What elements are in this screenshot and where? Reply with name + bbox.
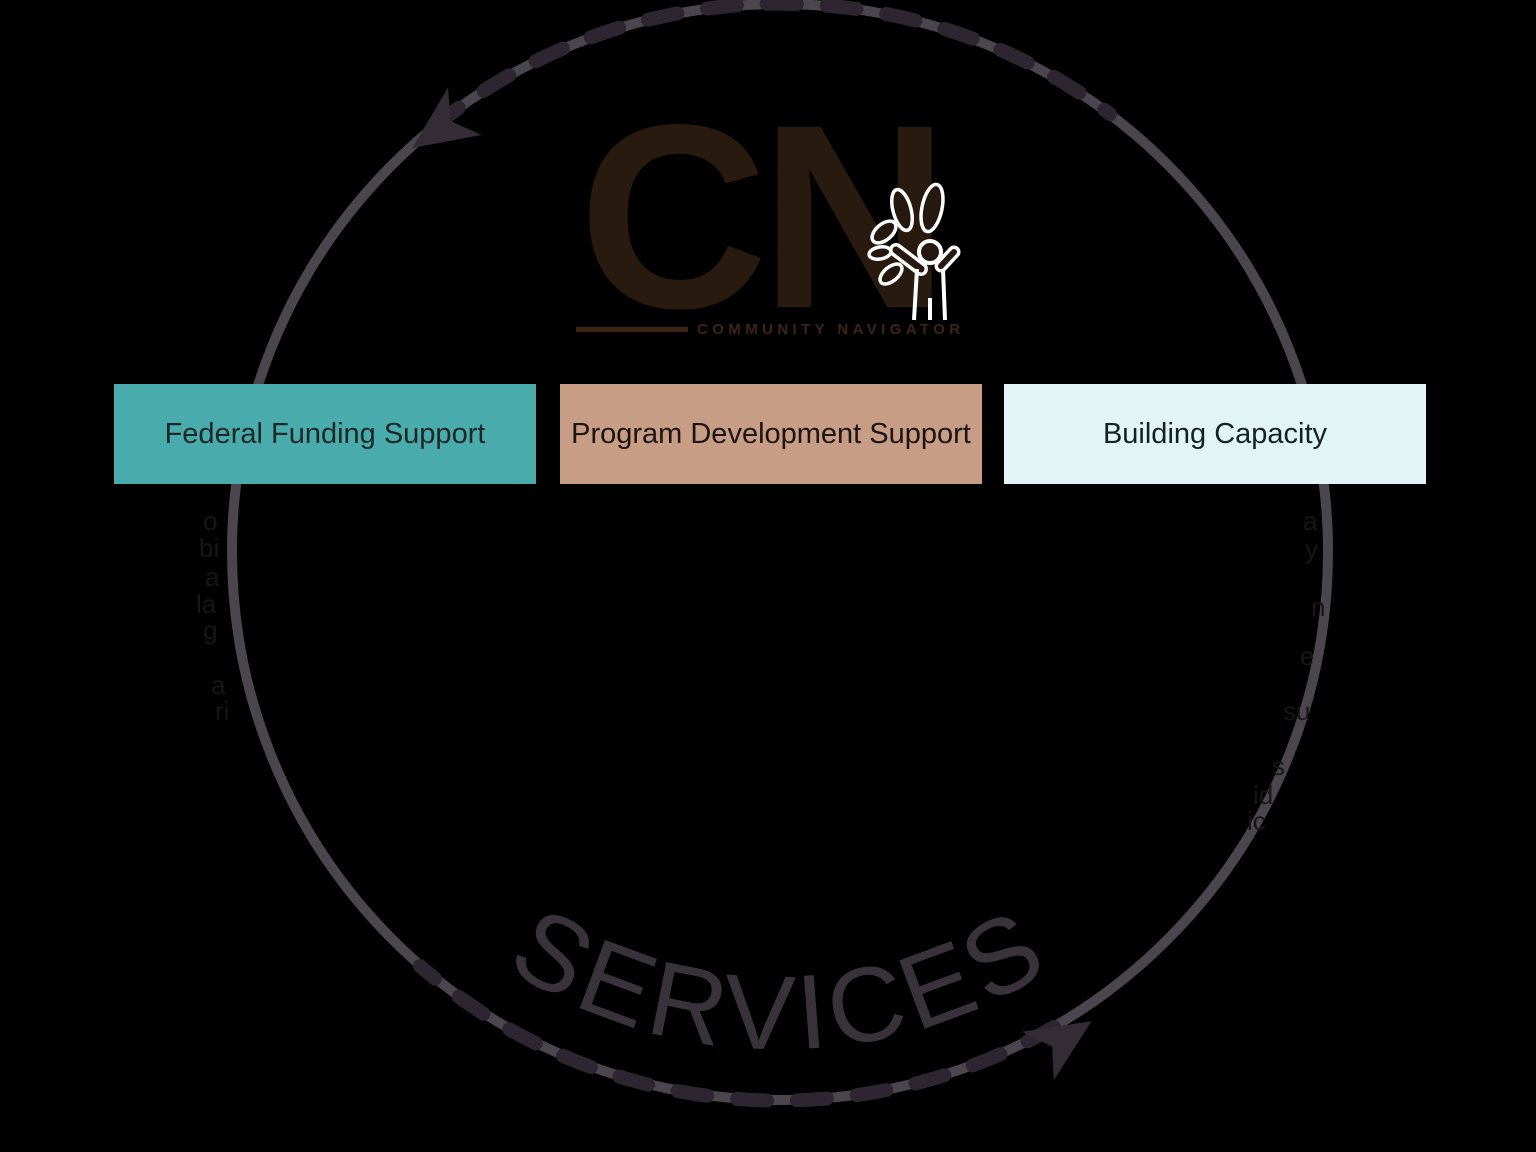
logo-tagline-row: COMMUNITY NAVIGATOR [576,320,966,338]
service-box-program-development-support: Program Development Support [560,384,982,484]
text-fragment: ri [215,696,230,726]
text-fragment: o [203,506,218,536]
service-box-label: Program Development Support [571,417,971,450]
text-fragment: id [1253,780,1274,810]
services-arc-label: SERVICES [493,885,1067,1074]
person-with-leaves-icon [867,182,961,321]
text-fragment: s [1272,751,1285,781]
logo-monogram: CN [578,70,949,363]
text-fragment: a [1303,506,1318,536]
text-fragment: g [203,615,218,645]
text-fragment: n [1311,592,1326,622]
text-fragment: a [205,562,220,592]
text-fragment: ic [1247,806,1266,836]
text-fragment: y [1305,534,1318,564]
text-fragment: su [1283,696,1311,726]
service-box-label: Federal Funding Support [164,417,486,450]
text-fragment: e [1300,641,1315,671]
arrowhead-bottom-right-icon [1022,1021,1092,1081]
arrowhead-top-left-icon [412,87,482,148]
service-box-building-capacity: Building Capacity [1004,384,1426,484]
service-box-label: Building Capacity [1102,417,1328,450]
text-fragment: bi [199,533,220,563]
tagline-rule [576,326,688,332]
cycle-dashed-arc-top [428,0,1117,133]
text-fragment: a [211,670,226,700]
service-box-federal-funding-support: Federal Funding Support [114,384,536,484]
logo-tagline: COMMUNITY NAVIGATOR [697,320,965,338]
text-fragment: la [196,589,217,619]
